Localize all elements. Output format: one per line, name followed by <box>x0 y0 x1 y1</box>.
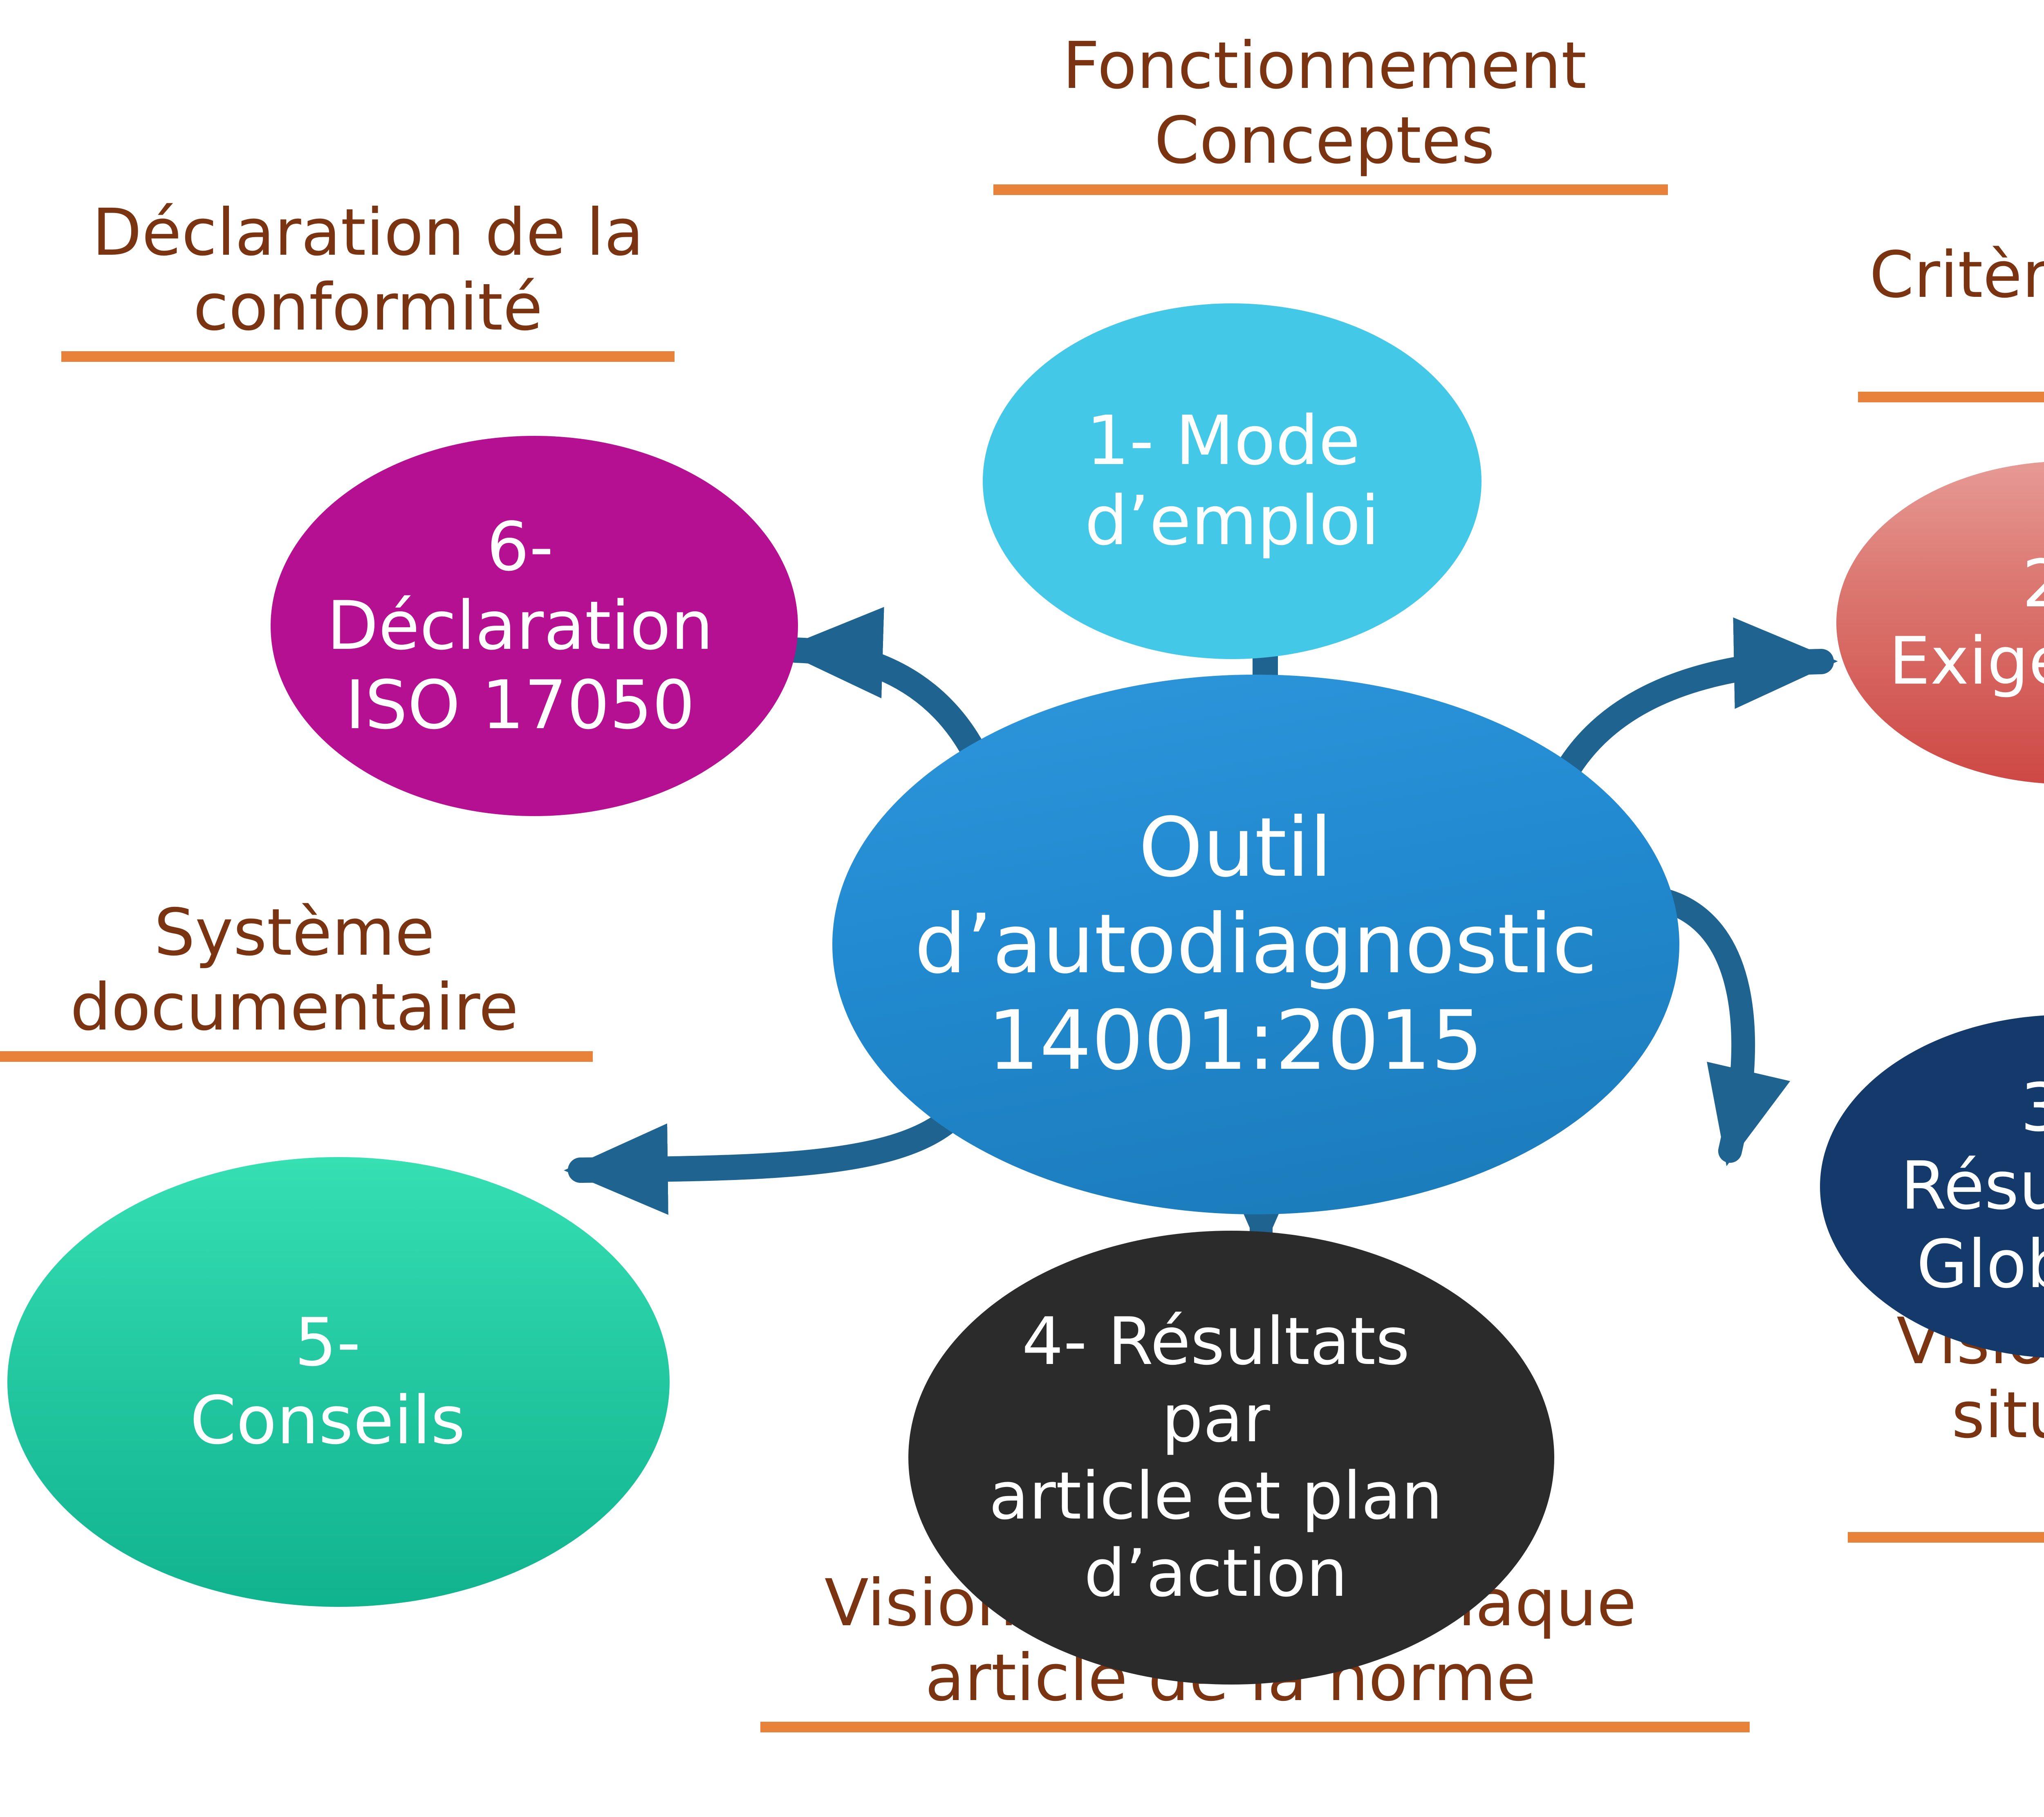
node-exigences[interactable]: 2- Exigences <box>1836 461 2044 784</box>
node-exigences-line1: 2- Exigences <box>1889 545 2044 699</box>
caption-underline <box>0 1051 593 1062</box>
node-conseils[interactable]: 5- Conseils <box>7 1157 670 1607</box>
caption-fonctionnement: Fonctionnement Conceptes <box>993 28 1668 195</box>
caption-underline <box>61 351 675 362</box>
caption-underline <box>1848 1532 2044 1543</box>
node-central-line3: 14001:2015 <box>987 993 1484 1088</box>
node-resultats-globaux-line1: 3- Résultats <box>1901 1070 2044 1225</box>
caption-vision-generale-line2: situation et plan <box>1951 1377 2044 1452</box>
caption-systeme-documentaire-line2: documentaire <box>70 970 519 1045</box>
caption-declaration-conformite: Déclaration de la conformité <box>49 195 687 362</box>
node-resultats-par-article[interactable]: 4- Résultats par article et plan d’actio… <box>908 1231 1554 1685</box>
node-declaration-iso-17050-line2: ISO 17050 <box>345 666 695 744</box>
caption-declaration-conformite-line2: conformité <box>193 270 543 345</box>
caption-underline <box>993 184 1668 195</box>
node-mode-emploi-line1: 1- Mode <box>1086 402 1360 481</box>
node-mode-emploi[interactable]: 1- Mode d’emploi <box>983 303 1481 659</box>
caption-underline <box>760 1721 1750 1732</box>
node-declaration-iso-17050-line1: 6- Déclaration <box>327 507 713 665</box>
caption-fonctionnement-line1: Fonctionnement <box>1062 28 1587 103</box>
caption-criteres-norme: Critères de la norme À évaluer <box>1840 238 2044 402</box>
caption-declaration-conformite-line1: Déclaration de la <box>92 195 644 270</box>
node-conseils-line1: 5- Conseils <box>190 1304 466 1459</box>
caption-systeme-documentaire: Système documentaire <box>0 895 593 1062</box>
node-central-line2: d’autodiagnostic <box>914 897 1597 992</box>
node-central-line1: Outil <box>1139 800 1332 895</box>
node-resultats-globaux-line2: Globaux <box>1916 1226 2044 1303</box>
node-resultats-par-article-line3: d’action <box>1084 1534 1348 1611</box>
node-declaration-iso-17050[interactable]: 6- Déclaration ISO 17050 <box>271 436 798 816</box>
caption-criteres-norme-line1: Critères de la norme <box>1869 238 2044 312</box>
node-resultats-par-article-line1: 4- Résultats par <box>1022 1303 1410 1457</box>
node-central-outil-autodiagnostic[interactable]: Outil d’autodiagnostic 14001:2015 <box>832 675 1679 1214</box>
caption-underline <box>1858 391 2044 402</box>
node-resultats-par-article-line2: article et plan <box>988 1458 1443 1534</box>
caption-fonctionnement-line2: Conceptes <box>1154 103 1495 179</box>
caption-systeme-documentaire-line1: Système <box>154 895 435 970</box>
node-mode-emploi-line2: d’emploi <box>1085 482 1380 561</box>
